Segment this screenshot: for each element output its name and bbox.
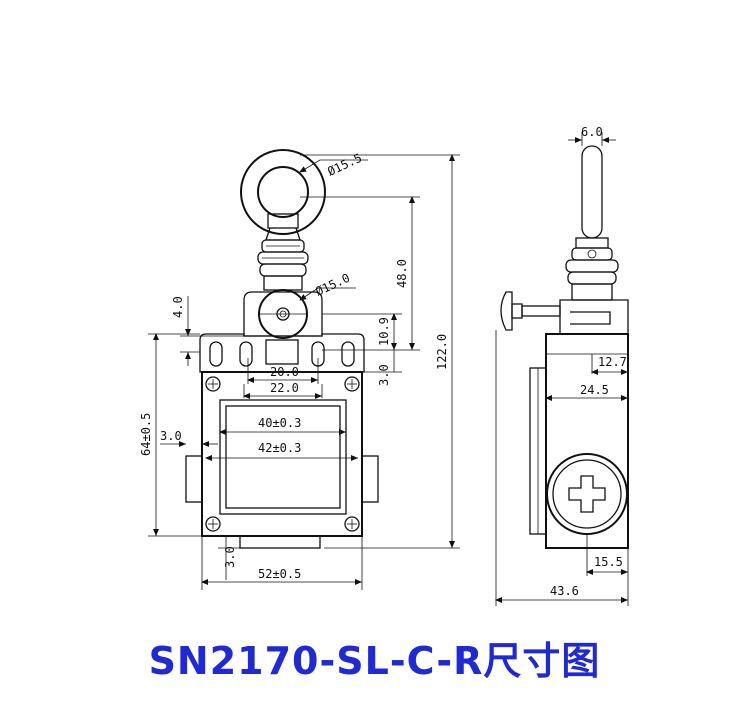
side-view: 6.0 12.7 24.5 15.5 43.6 bbox=[495, 125, 629, 606]
dim-offset-3-right: 3.0 bbox=[377, 364, 391, 386]
dim-width-52: 52±0.5 bbox=[258, 567, 301, 581]
dim-offset-10-9: 10.9 bbox=[377, 317, 391, 346]
side-dimension-texts: 6.0 12.7 24.5 15.5 43.6 bbox=[550, 125, 627, 598]
side-plunger bbox=[500, 291, 561, 331]
dim-depth-12-7: 12.7 bbox=[598, 355, 627, 369]
lever-stem bbox=[257, 213, 309, 291]
dim-depth-24-5: 24.5 bbox=[580, 383, 609, 397]
dim-lever-width: 6.0 bbox=[581, 125, 603, 139]
pivot-hub bbox=[243, 289, 323, 339]
diagram-caption: SN2170-SL-C-R尺寸图 bbox=[148, 639, 601, 683]
side-dimension-lines bbox=[495, 132, 629, 606]
dim-pivot-dia: Ø15.0 bbox=[313, 271, 352, 299]
screw-bottom-left bbox=[205, 516, 221, 532]
dim-height-48: 48.0 bbox=[395, 259, 409, 288]
dim-offset-3-bottom: 3.0 bbox=[223, 546, 237, 568]
dim-width-22: 22.0 bbox=[270, 381, 299, 395]
front-dimension-lines bbox=[148, 154, 460, 590]
dim-width-40: 40±0.3 bbox=[258, 416, 301, 430]
switch-body bbox=[185, 371, 379, 549]
dim-width-20: 20.0 bbox=[270, 365, 299, 379]
screw-bottom-right bbox=[344, 516, 360, 532]
dim-depth-15-5: 15.5 bbox=[594, 555, 623, 569]
screw-top-right bbox=[344, 376, 360, 392]
dim-offset-4: 4.0 bbox=[171, 296, 185, 318]
roller-wheel bbox=[240, 149, 326, 235]
front-view: Ø15.5 Ø15.0 48.0 122.0 4.0 10.9 3.0 20.0… bbox=[139, 149, 460, 590]
dim-overall-height: 122.0 bbox=[435, 334, 449, 370]
screw-top-left bbox=[205, 376, 221, 392]
dim-depth-43-6: 43.6 bbox=[550, 584, 579, 598]
dim-offset-3-left: 3.0 bbox=[160, 429, 182, 443]
side-lever-arm bbox=[559, 145, 629, 335]
dim-width-42: 42±0.3 bbox=[258, 441, 301, 455]
dim-height-64: 64±0.5 bbox=[139, 413, 153, 456]
